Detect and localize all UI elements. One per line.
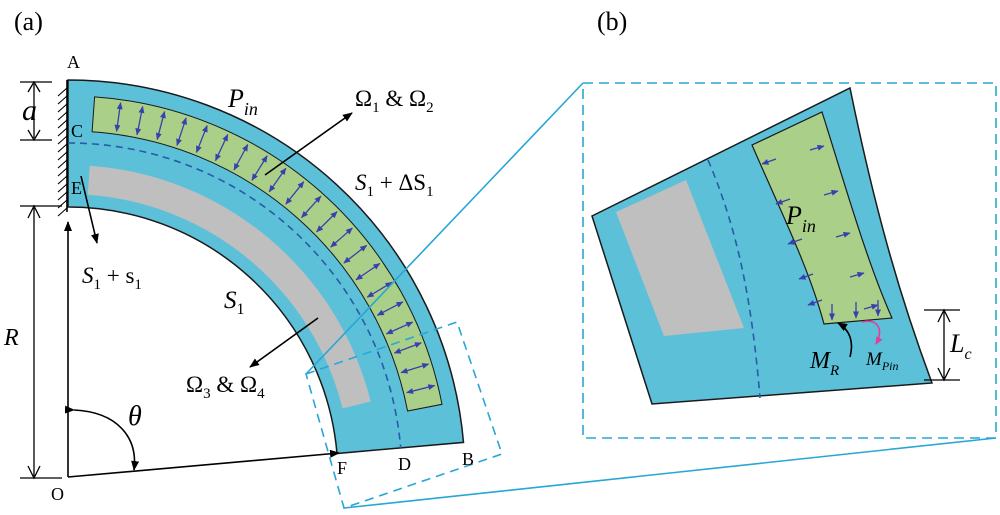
zoomed-pressure-arrows xyxy=(761,144,881,321)
point-b-label: B xyxy=(462,449,474,469)
point-c-label: C xyxy=(71,121,83,141)
moment-mr-label: MR xyxy=(809,348,839,379)
pressure-arrow xyxy=(385,327,400,335)
zoomed-green-chamber xyxy=(751,111,893,325)
pressure-arrow xyxy=(201,125,208,140)
pressure-arrow xyxy=(406,388,421,394)
pressure-arrow xyxy=(420,384,436,391)
pressure-arrow xyxy=(863,303,879,310)
inner-chamber-omega-3-4 xyxy=(87,165,371,409)
dimension-a-label: a xyxy=(22,94,37,127)
dimension-lc xyxy=(924,308,960,382)
labels: (a) (b) A C E O F D B a R θ Pin Ω1 & Ω2 … xyxy=(3,7,972,504)
pressure-arrow xyxy=(159,111,166,126)
pressure-arrow xyxy=(285,192,296,205)
pressure-arrow xyxy=(155,125,162,141)
pressure-arrow xyxy=(389,301,404,310)
pressure-arrow xyxy=(798,273,814,280)
panel-b xyxy=(582,82,997,439)
pressure-arrow xyxy=(180,117,187,132)
s1-plus-delta-s1-label: S1 + ΔS1 xyxy=(355,170,434,200)
point-a-label: A xyxy=(67,52,80,72)
pressure-arrow xyxy=(277,167,287,181)
pressure-arrow xyxy=(240,144,249,158)
point-e-label: E xyxy=(71,178,82,198)
pressure-arrow xyxy=(835,231,851,238)
s1-label: S1 xyxy=(224,287,245,318)
zoom-connector-lines xyxy=(305,82,997,509)
pressure-arrow xyxy=(343,253,356,264)
pressure-arrow xyxy=(809,144,825,151)
neutral-axis-dashed-line xyxy=(67,142,402,448)
omega-3-4-label: Ω3 & Ω4 xyxy=(186,372,265,402)
pressure-arrow xyxy=(849,271,865,278)
pressure-arrow xyxy=(341,227,353,239)
moment-mpin-label: MPin xyxy=(865,349,899,373)
pressure-arrow xyxy=(251,167,261,181)
pressure-arrow xyxy=(268,179,279,193)
pressure-arrow xyxy=(138,105,145,121)
dimension-r-label: R xyxy=(3,325,19,351)
pressure-arrow xyxy=(330,237,342,248)
pressure-arrow xyxy=(393,347,409,354)
pressure-arrow xyxy=(376,308,391,316)
p-in-label-b: Pin xyxy=(785,201,816,236)
pressure-arrow xyxy=(233,156,242,171)
point-d-label: D xyxy=(398,454,411,474)
dimension-lc-label: Lc xyxy=(949,329,972,363)
pressure-arrow xyxy=(400,367,416,374)
point-f-label: F xyxy=(337,458,347,478)
point-o-label: O xyxy=(51,484,64,504)
pressure-arrow xyxy=(214,147,223,162)
dimension-a xyxy=(20,80,52,142)
pressure-arrow xyxy=(316,221,328,233)
pressure-arrow xyxy=(823,189,839,196)
pressure-arrow xyxy=(761,158,777,165)
pressure-arrow xyxy=(775,198,791,205)
pressure-arrow xyxy=(407,342,422,349)
angle-theta-arc xyxy=(64,405,140,471)
fixed-wall xyxy=(57,80,68,217)
omega-1-2-label: Ω1 & Ω2 xyxy=(355,86,434,116)
pressure-arrow xyxy=(807,299,823,306)
angle-theta-label: θ xyxy=(128,401,142,432)
zoom-region-box xyxy=(305,320,504,510)
pressure-arrow xyxy=(221,133,229,148)
pressure-arrow xyxy=(355,271,369,281)
pressure-arrow xyxy=(258,155,268,169)
pressure-arrow xyxy=(379,281,393,291)
pressure-arrow xyxy=(195,138,203,153)
panel-a xyxy=(20,79,504,510)
pressure-arrow xyxy=(135,120,142,136)
zoomed-gray-chamber xyxy=(616,180,744,336)
panel-b-label: (b) xyxy=(597,7,627,36)
s1-plus-s1-label: S1 + s1 xyxy=(82,263,142,293)
pressure-arrow xyxy=(294,181,305,194)
dimension-r xyxy=(20,204,62,480)
pressure-arrow xyxy=(399,321,414,329)
zoomed-neutral-axis xyxy=(707,159,761,399)
moment-mpin-arrow xyxy=(861,320,883,345)
pressure-arrow xyxy=(354,244,368,255)
pressure-arrow xyxy=(326,211,338,223)
pressure-arrow xyxy=(301,206,312,219)
pressure-arrow xyxy=(366,289,380,298)
pressure-arrow xyxy=(116,102,123,118)
pressure-arrow xyxy=(114,116,121,132)
pressure-arrow xyxy=(310,195,322,208)
p-in-label-a: Pin xyxy=(227,84,258,119)
pressure-arrow xyxy=(367,262,381,273)
leader-arrows xyxy=(80,112,353,368)
pressure-arrow xyxy=(176,131,183,146)
pressure-arrow xyxy=(787,238,803,245)
pressure-arrows xyxy=(114,102,436,394)
moment-mr-arrow xyxy=(837,322,853,358)
panel-a-label: (a) xyxy=(14,7,43,36)
pressure-arrow xyxy=(414,363,430,369)
